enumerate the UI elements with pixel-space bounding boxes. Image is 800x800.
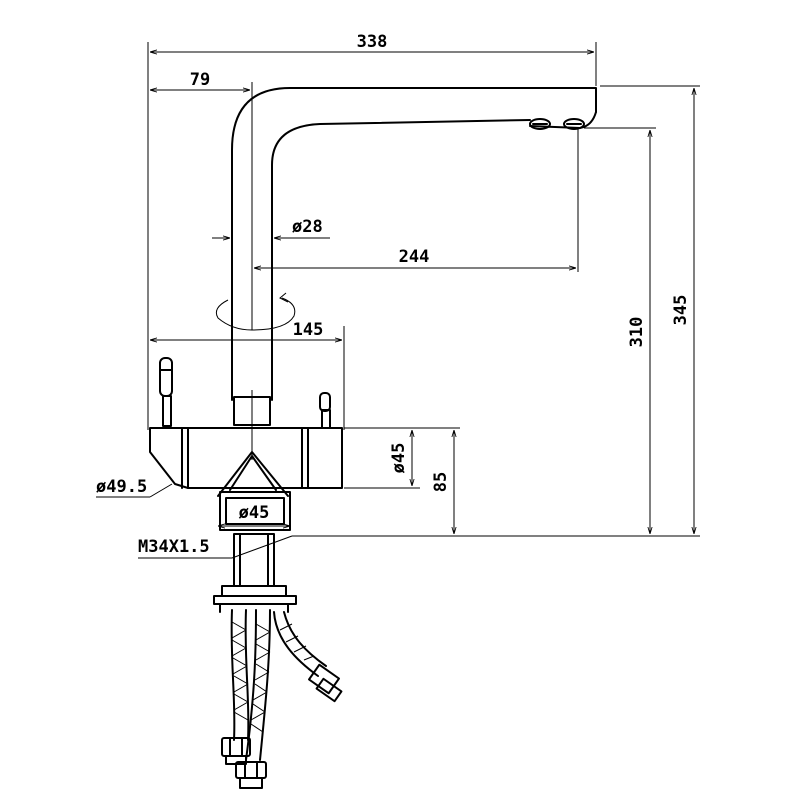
dim-thread: M34X1.5 [138,537,210,557]
hose-fitting-left [221,737,251,765]
dim-spout-reach: 244 [399,247,430,267]
dim-total-height: 345 [671,295,691,326]
left-handle [159,357,173,427]
braided-hoses [230,609,327,761]
base-ring [219,491,291,531]
dim-handle-span: 145 [293,320,324,340]
dim-base-diameter-side: ø45 [389,443,409,474]
aerator-outlet-left [529,118,551,130]
dim-body-height: 85 [431,472,451,492]
hose-fitting-center [235,761,267,789]
hose-fitting-right [308,663,343,703]
dim-body-offset: 79 [190,70,210,90]
dim-body-diameter: ø49.5 [96,477,147,497]
right-handle [319,392,331,429]
faucet-body [149,427,343,489]
threaded-shank [213,533,297,613]
aerator-outlet-right [563,118,585,130]
dimension-lines [96,42,700,559]
dimension-labels: 338 79 ø28 244 145 ø49.5 ø45 M34X1.5 ø45… [96,32,691,557]
spout-outer-contour [231,87,597,401]
dim-outlet-height: 310 [627,317,647,348]
rotation-arrow [215,297,296,331]
dim-spout-diameter: ø28 [292,217,323,237]
faucet-outline [149,87,597,789]
spout-inner-contour [271,119,531,401]
dim-base-diameter: ø45 [239,503,270,523]
dim-overall-reach: 338 [357,32,388,52]
